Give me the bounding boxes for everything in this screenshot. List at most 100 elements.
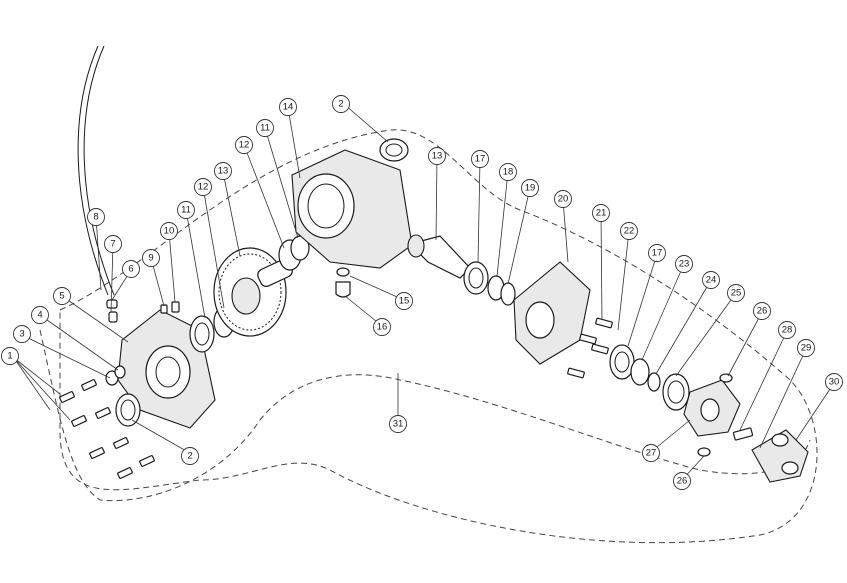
svg-text:1: 1 [7, 351, 12, 362]
svg-text:26: 26 [757, 306, 768, 317]
callout-4: 4 [31, 306, 49, 324]
center-housing-bore-inner [307, 183, 345, 229]
callout-17-left: 17 [471, 150, 489, 168]
svg-text:3: 3 [19, 329, 24, 340]
pinion-head [407, 234, 425, 258]
svg-text:17: 17 [475, 154, 486, 165]
leader-lines [13, 104, 835, 481]
callout-5: 5 [53, 287, 71, 305]
svg-text:17: 17 [652, 248, 663, 259]
callout-21: 21 [592, 204, 610, 222]
shim-19 [500, 282, 516, 306]
callout-20: 20 [554, 190, 572, 208]
svg-text:31: 31 [393, 419, 404, 430]
washer-4 [114, 365, 126, 379]
ring-gear-teeth [218, 253, 282, 331]
bearing-12-left-inner [194, 322, 210, 346]
svg-text:11: 11 [181, 205, 191, 216]
svg-text:18: 18 [503, 167, 514, 178]
bearing-17 [463, 261, 489, 295]
bearing-17-right [609, 344, 635, 380]
svg-text:2: 2 [338, 99, 343, 110]
callout-13-right: 13 [428, 147, 446, 165]
svg-text:28: 28 [782, 325, 793, 336]
svg-text:2: 2 [187, 451, 192, 462]
callout-3: 3 [13, 325, 31, 343]
left-cover-bore-inner [155, 356, 181, 388]
svg-text:9: 9 [148, 253, 153, 264]
callout-26-bottom: 26 [673, 472, 691, 490]
svg-text:10: 10 [164, 226, 175, 237]
bearing-17-right-inner [614, 351, 630, 373]
callout-1: 1 [1, 347, 19, 365]
bolt-10 [171, 301, 180, 313]
svg-text:8: 8 [93, 212, 98, 223]
callout-10: 10 [160, 222, 178, 240]
seal-2-top-inner [385, 143, 403, 157]
svg-text:26: 26 [677, 476, 688, 487]
seal-2-left-inner [120, 399, 136, 421]
ring-gear-hub [231, 277, 261, 315]
svg-text:13: 13 [432, 151, 443, 162]
callout-25: 25 [727, 284, 745, 302]
svg-text:29: 29 [801, 343, 812, 354]
svg-text:15: 15 [399, 296, 410, 307]
callout-28: 28 [778, 321, 796, 339]
callout-11-right: 11 [256, 119, 274, 137]
bearing-17-inner [468, 267, 484, 289]
svg-text:13: 13 [218, 166, 229, 177]
left-cover-bore [145, 345, 191, 399]
callout-15: 15 [395, 292, 413, 310]
callout-11-left: 11 [177, 201, 195, 219]
svg-text:24: 24 [706, 275, 717, 286]
svg-text:30: 30 [829, 377, 840, 388]
svg-text:14: 14 [283, 102, 294, 113]
svg-text:5: 5 [59, 291, 64, 302]
callout-17-right: 17 [648, 244, 666, 262]
callout-9: 9 [142, 249, 160, 267]
bolt-group-1 [59, 379, 155, 479]
svg-text:19: 19 [525, 183, 536, 194]
svg-text:20: 20 [558, 194, 569, 205]
callout-24: 24 [702, 271, 720, 289]
center-housing-bore [297, 173, 355, 239]
breather-hose-edge [83, 45, 115, 296]
seal-2-left [115, 393, 141, 427]
svg-text:11: 11 [260, 123, 270, 134]
callout-30: 30 [825, 373, 843, 391]
hose-fitting [108, 311, 118, 323]
kit-outline-dashed-inner [39, 329, 811, 502]
svg-text:23: 23 [679, 259, 690, 270]
bearing-12-left [189, 315, 215, 353]
svg-text:7: 7 [110, 239, 115, 250]
callout-2-bottom: 2 [181, 447, 199, 465]
u-joint-cap-2 [781, 461, 799, 475]
pin-9 [160, 304, 168, 314]
yoke-bore [700, 398, 720, 422]
callout-6: 6 [122, 260, 140, 278]
callout-16: 16 [373, 318, 391, 336]
callout-19: 19 [521, 179, 539, 197]
callout-12-left: 12 [194, 178, 212, 196]
callout-27: 27 [642, 444, 660, 462]
callout-23: 23 [675, 255, 693, 273]
svg-text:21: 21 [596, 208, 607, 219]
callout-2-top: 2 [332, 95, 350, 113]
callout-29: 29 [797, 339, 815, 357]
yoke-bolt [732, 427, 754, 441]
svg-text:4: 4 [37, 310, 42, 321]
kit-outline-dashed [59, 129, 818, 544]
callout-7: 7 [104, 235, 122, 253]
seal-25 [662, 373, 690, 411]
seal-23 [630, 358, 650, 386]
callout-13-left: 13 [214, 162, 232, 180]
o-ring-15 [336, 267, 350, 277]
u-joint-cap [771, 433, 789, 447]
callout-26-top: 26 [753, 302, 771, 320]
svg-text:22: 22 [624, 226, 635, 237]
callout-8: 8 [87, 208, 105, 226]
right-housing-bore [525, 301, 555, 339]
callout-12-right: 12 [235, 136, 253, 154]
